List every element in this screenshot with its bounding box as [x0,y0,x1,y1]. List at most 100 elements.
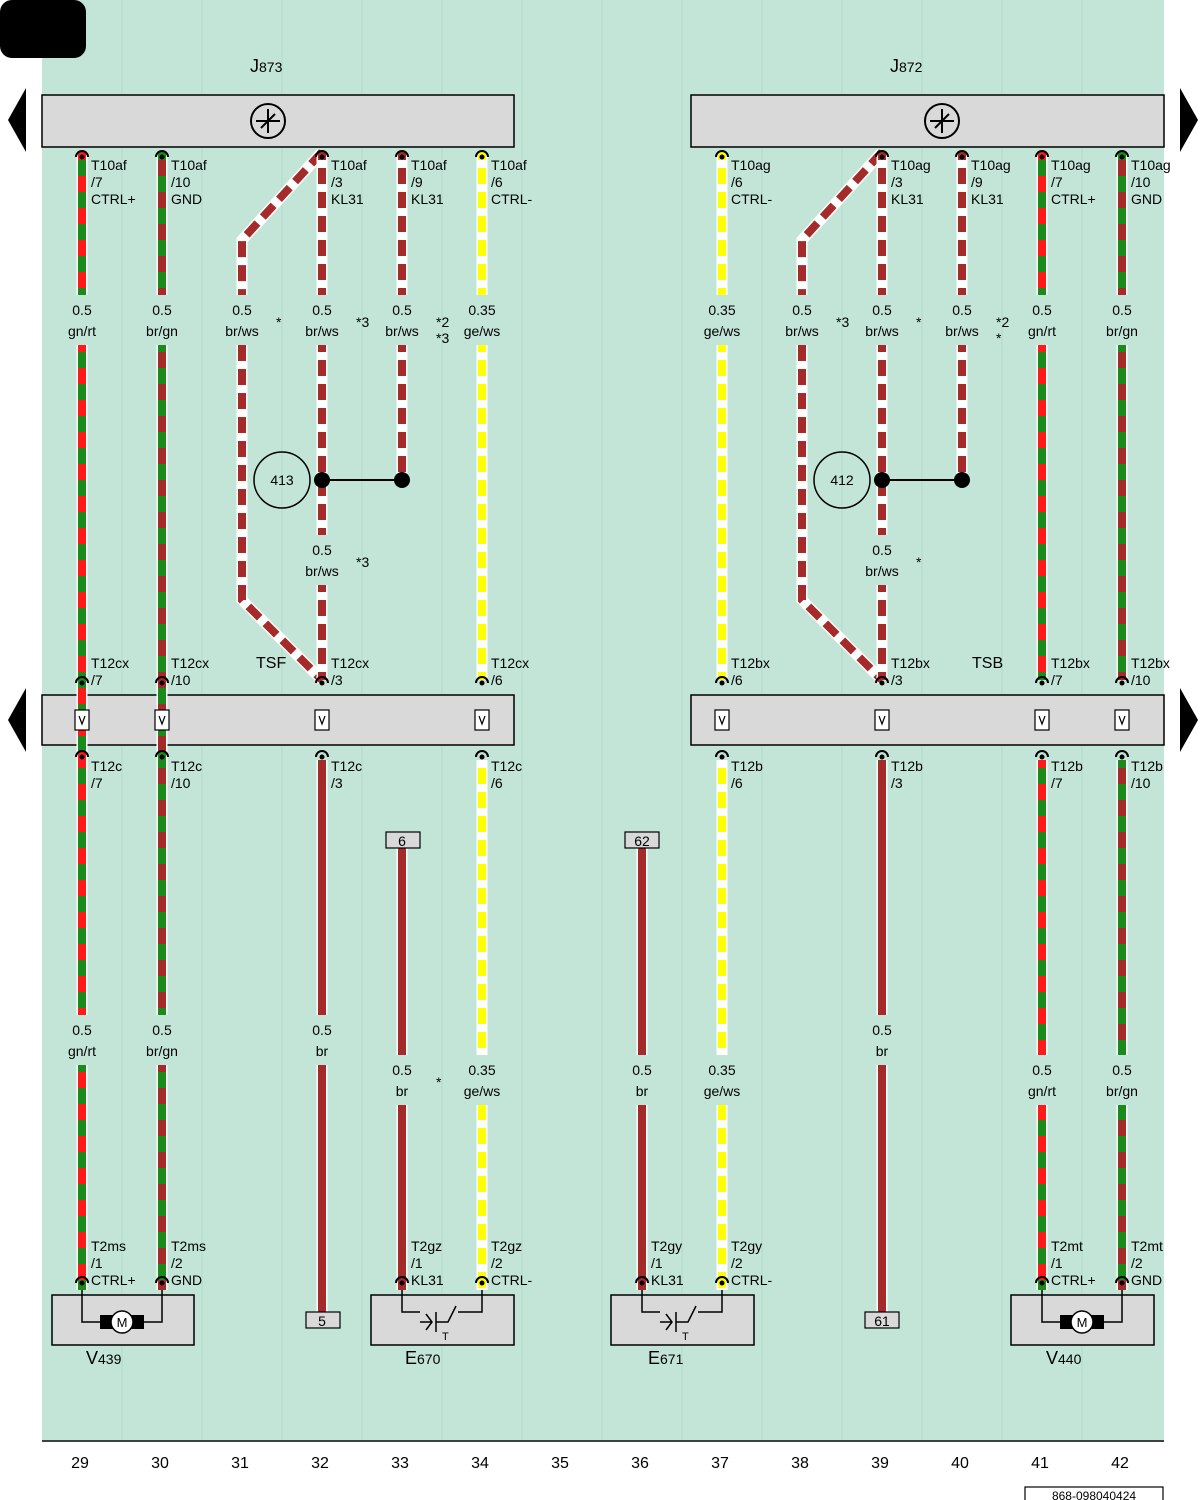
wire-size: 0.5 [312,302,332,318]
pin-dot [319,154,325,160]
wire-size: 0.35 [468,302,495,318]
pin-label: /3 [891,775,903,791]
wire-color-code: ge/ws [464,1083,501,1099]
pin-dot [1119,680,1125,686]
pin-dot [319,680,325,686]
sensor-e670[interactable] [370,1294,515,1346]
connector-pin-icon [1034,709,1050,731]
terminal-box-62-label: 62 [634,833,650,849]
pin-dot [479,680,485,686]
wire-color-code: br/gn [1106,1083,1138,1099]
wire-size: 0.5 [312,1022,332,1038]
pin-label: T12b [1051,758,1083,774]
svg-text:T: T [442,1331,449,1343]
wire[interactable] [238,345,325,683]
wire-size: 0.5 [392,302,412,318]
wire-note: *3 [356,314,369,330]
next-page-arrow-top[interactable] [1180,88,1198,152]
wire-size: 0.5 [1032,1062,1052,1078]
pin-label: /6 [491,174,503,190]
connector-pin-icon [714,709,730,731]
pin-dot [79,154,85,160]
pin-dot [79,754,85,760]
pin-dot [159,754,165,760]
wire-size: 0.35 [708,1062,735,1078]
connector-block-left[interactable] [41,694,515,746]
pin-label: /3 [331,174,343,190]
pin-label: /7 [91,174,103,190]
pin-dot [1039,754,1045,760]
column-number: 31 [231,1455,249,1472]
wire-color-code: br/ws [945,323,978,339]
wire-color-code: gn/rt [68,323,96,339]
wire-color-code: br [316,1043,329,1059]
pin-label: T10af [411,157,447,173]
pin-label: /9 [411,174,423,190]
wire-size: 0.5 [632,1062,652,1078]
terminal-box-5-label: 5 [318,1313,326,1329]
wire-size: 0.5 [72,1022,92,1038]
pin-label: /10 [1131,672,1151,688]
temperature-sensor-icon: T [401,1290,483,1343]
pin-label: /2 [731,1255,743,1271]
wire-size: 0.5 [72,302,92,318]
pin-terminal [955,150,969,158]
wire-size: 0.35 [708,302,735,318]
wire-color-code: br/ws [225,323,258,339]
wire-size: 0.5 [872,542,892,558]
pin-label: /3 [331,672,343,688]
pin-label: GND [1131,1272,1162,1288]
next-page-arrow-mid[interactable] [1180,688,1198,752]
sensor-e671[interactable] [610,1294,755,1346]
pin-label: T2ms [91,1238,126,1254]
connector-block-right[interactable] [690,694,1165,746]
pin-terminal [1115,676,1129,684]
pin-dot [399,154,405,160]
column-number: 37 [711,1455,729,1472]
wire[interactable] [238,149,325,295]
e671-label: E671 [648,1348,684,1368]
wire[interactable] [798,149,885,295]
pin-dot [319,754,325,760]
pin-label: CTRL- [491,1272,533,1288]
splice-ref-412-label: 412 [830,472,854,488]
pin-label: /2 [171,1255,183,1271]
wire-color-code: ge/ws [704,1083,741,1099]
column-number: 35 [551,1455,569,1472]
prev-page-arrow-mid[interactable] [8,688,26,752]
pin-label: T2gz [491,1238,522,1254]
wire-size: 0.5 [1032,302,1052,318]
column-number: 30 [151,1455,169,1472]
pin-label: /7 [1051,672,1063,688]
pin-terminal [155,676,169,684]
wire-size: 0.5 [232,302,252,318]
wire[interactable] [798,345,885,683]
pin-label: /7 [91,775,103,791]
pin-terminal [315,750,329,758]
temperature-sensor-icon: T [641,1290,723,1343]
pin-dot [879,680,885,686]
wire-size: 0.5 [952,302,972,318]
wire-color-code: br/gn [146,323,178,339]
prev-page-arrow-top[interactable] [8,88,26,152]
connector-pin-icon [74,709,90,731]
control-unit-j872[interactable] [690,94,1165,148]
pin-dot [159,1280,165,1286]
wire-note: *3 [356,554,369,570]
pin-label: /2 [491,1255,503,1271]
wire-color-code: br [396,1083,409,1099]
wire-size: 0.5 [792,302,812,318]
wire-color-code: br [876,1043,889,1059]
pin-terminal [715,676,729,684]
wire-note: * [916,554,922,570]
connector-tsf-label: TSF [256,655,286,672]
pin-label: T10af [91,157,127,173]
wire-size: 0.5 [1112,1062,1132,1078]
pin-label: /6 [731,174,743,190]
pin-label: CTRL+ [1051,1272,1096,1288]
column-number: 34 [471,1455,489,1472]
pin-terminal [475,1276,489,1284]
svg-text:M: M [117,1315,128,1330]
splice-ref-413 [253,451,311,509]
column-number: 40 [951,1455,969,1472]
